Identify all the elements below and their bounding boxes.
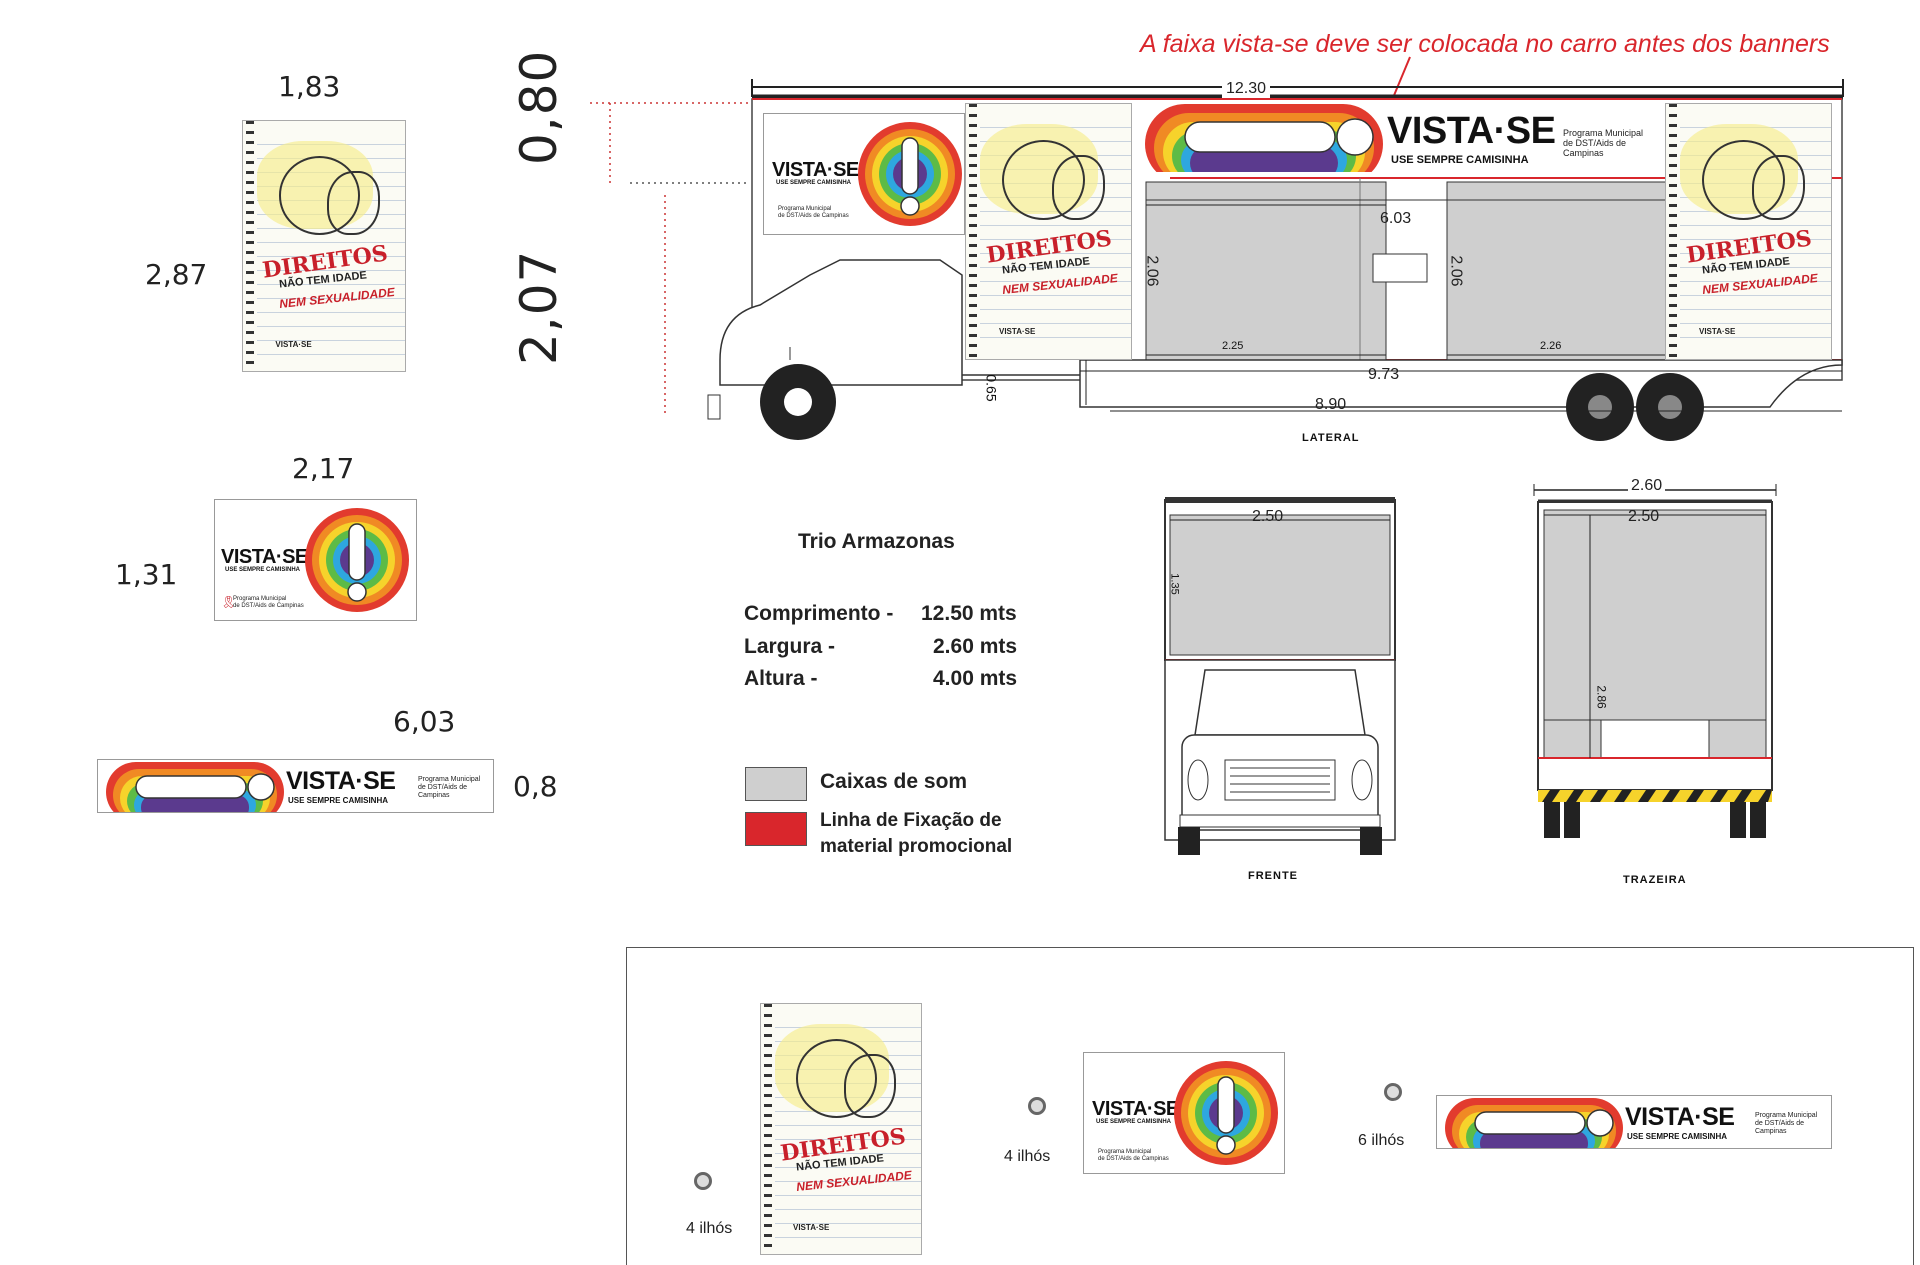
spec-title: Trio Armazonas bbox=[798, 530, 955, 553]
grommet-poster: DIREITOS NÃO TEM IDADE NEM SEXUALIDADE V… bbox=[760, 1003, 922, 1255]
rear-view-label: TRAZEIRA bbox=[1623, 874, 1687, 886]
truck-front-view bbox=[1164, 497, 1396, 855]
strip-wordmark: VISTA·SE bbox=[286, 767, 396, 795]
cab-banner-wordmark: VISTA·SE bbox=[221, 546, 308, 568]
side-height-left: 2.06 bbox=[1143, 255, 1161, 287]
side-vista-se-strip: VISTA·SE USE SEMPRE CAMISINHA Programa M… bbox=[1135, 100, 1665, 172]
spec-value-length: 12.50 mts bbox=[921, 602, 1017, 625]
ribbon-icon: 🎗︎ bbox=[221, 595, 237, 609]
side-box-inner: 6.03 bbox=[1380, 210, 1412, 227]
truck-side-view bbox=[707, 79, 1844, 441]
strip-tagline: USE SEMPRE CAMISINHA bbox=[288, 796, 389, 805]
rainbow-condom-logo-icon bbox=[305, 508, 409, 612]
legend-label-fixation: Linha de Fixação de material promocional bbox=[820, 810, 1013, 857]
rear-inner-width: 2.50 bbox=[1628, 508, 1660, 525]
legend-swatch-speakers bbox=[745, 767, 807, 801]
rainbow-condom-logo-icon bbox=[1145, 104, 1383, 172]
poster-height-label: 2,87 bbox=[145, 258, 208, 291]
grommet-label-cab: 4 ilhós bbox=[1004, 1148, 1051, 1165]
strip-width-label: 6,03 bbox=[393, 705, 456, 738]
side-speaker-right: 2.26 bbox=[1540, 340, 1562, 352]
cab-banner-width-label: 2,17 bbox=[292, 452, 355, 485]
legend-label-speakers: Caixas de som bbox=[820, 770, 968, 793]
side-cab-banner: VISTA·SE USE SEMPRE CAMISINHA Programa M… bbox=[763, 113, 965, 235]
poster-banner: DIREITOS NÃO TEM IDADE NEM SEXUALIDADE V… bbox=[242, 120, 406, 372]
strip-height-label: 0,8 bbox=[513, 770, 558, 803]
vertical-dim-bottom: 2,07 bbox=[510, 249, 568, 365]
front-width: 2.50 bbox=[1252, 508, 1284, 525]
rainbow-condom-logo-icon bbox=[1174, 1061, 1278, 1165]
grommet-icon bbox=[1384, 1083, 1402, 1101]
grommet-panel bbox=[626, 947, 1914, 1265]
rainbow-condom-logo-icon bbox=[1445, 1098, 1623, 1148]
poster-width-label: 1,83 bbox=[278, 70, 341, 103]
side-chassis-length: 8.90 bbox=[1315, 396, 1347, 413]
grommet-strip: VISTA·SE USE SEMPRE CAMISINHA Programa M… bbox=[1436, 1095, 1832, 1149]
side-poster-right: DIREITOS NÃO TEM IDADE NEM SEXUALIDADE V… bbox=[1665, 103, 1832, 360]
truck-rear-view bbox=[1533, 484, 1777, 838]
grommet-cab-banner: VISTA·SE USE SEMPRE CAMISINHA Programa M… bbox=[1083, 1052, 1285, 1174]
poster-footer: VISTA·SE bbox=[275, 339, 312, 349]
grommet-label-strip: 6 ilhós bbox=[1358, 1132, 1405, 1149]
installation-note: A faixa vista-se deve ser colocada no ca… bbox=[1140, 30, 1830, 58]
side-overall-length: 12.30 bbox=[1222, 80, 1271, 98]
side-poster-left: DIREITOS NÃO TEM IDADE NEM SEXUALIDADE V… bbox=[965, 103, 1132, 360]
rainbow-condom-logo-icon bbox=[106, 762, 284, 812]
grommet-label-poster: 4 ilhós bbox=[686, 1220, 733, 1237]
cab-banner: VISTA·SE USE SEMPRE CAMISINHA 🎗︎ Program… bbox=[214, 499, 417, 621]
rear-height: 2.86 bbox=[1594, 685, 1609, 709]
side-speaker-left: 2.25 bbox=[1222, 340, 1244, 352]
grommet-icon bbox=[694, 1172, 712, 1190]
side-step-height: 0.65 bbox=[983, 374, 1000, 402]
spec-label-width: Largura - bbox=[744, 635, 836, 658]
vertical-dim-top: 0,80 bbox=[510, 49, 568, 165]
spec-label-length: Comprimento - bbox=[744, 602, 894, 625]
side-body-length: 9.73 bbox=[1368, 366, 1400, 383]
front-view-label: FRENTE bbox=[1248, 870, 1298, 882]
rainbow-condom-logo-icon bbox=[858, 122, 962, 226]
grommet-icon bbox=[1028, 1097, 1046, 1115]
side-view-label: LATERAL bbox=[1302, 432, 1360, 444]
vista-se-strip: VISTA·SE USE SEMPRE CAMISINHA Programa M… bbox=[97, 759, 494, 813]
side-height-right: 2.06 bbox=[1447, 255, 1465, 287]
spec-value-width: 2.60 mts bbox=[933, 635, 1018, 658]
legend-swatch-fixation bbox=[745, 812, 807, 846]
dim-dotted-guides bbox=[590, 102, 750, 415]
spec-label-height: Altura - bbox=[744, 667, 818, 690]
cab-banner-tagline: USE SEMPRE CAMISINHA bbox=[225, 567, 301, 573]
cab-banner-height-label: 1,31 bbox=[115, 558, 178, 591]
front-height: 1.35 bbox=[1168, 573, 1181, 595]
rear-overall-width: 2.60 bbox=[1628, 477, 1666, 495]
spec-value-height: 4.00 mts bbox=[933, 667, 1018, 690]
